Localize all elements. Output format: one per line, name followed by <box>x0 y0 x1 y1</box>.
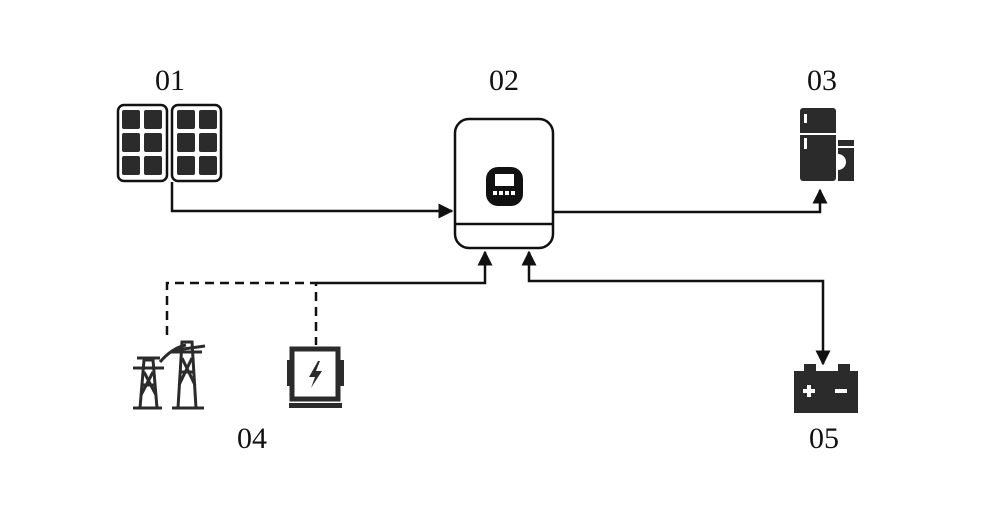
edge-grid-to-inverter <box>316 250 493 285</box>
node-label-01: 01 <box>155 64 185 97</box>
edge-solar-to-inverter <box>170 182 454 219</box>
edge-grid-generator-dashed <box>165 281 318 345</box>
node-label-04: 04 <box>237 422 267 455</box>
node-label-03: 03 <box>807 64 837 97</box>
power-grid-towers-icon <box>133 340 206 410</box>
inverter-display-icon <box>486 167 523 206</box>
node-label-02: 02 <box>489 64 519 97</box>
home-appliances-icon <box>800 108 854 181</box>
solar-panels-icon <box>116 103 223 183</box>
hybrid-inverter-icon <box>453 117 555 250</box>
edge-inverter-to-appliances <box>553 188 828 214</box>
edge-battery-inverter <box>521 250 831 366</box>
generator-icon <box>287 346 344 408</box>
node-label-05: 05 <box>809 422 839 455</box>
battery-icon <box>794 364 858 413</box>
